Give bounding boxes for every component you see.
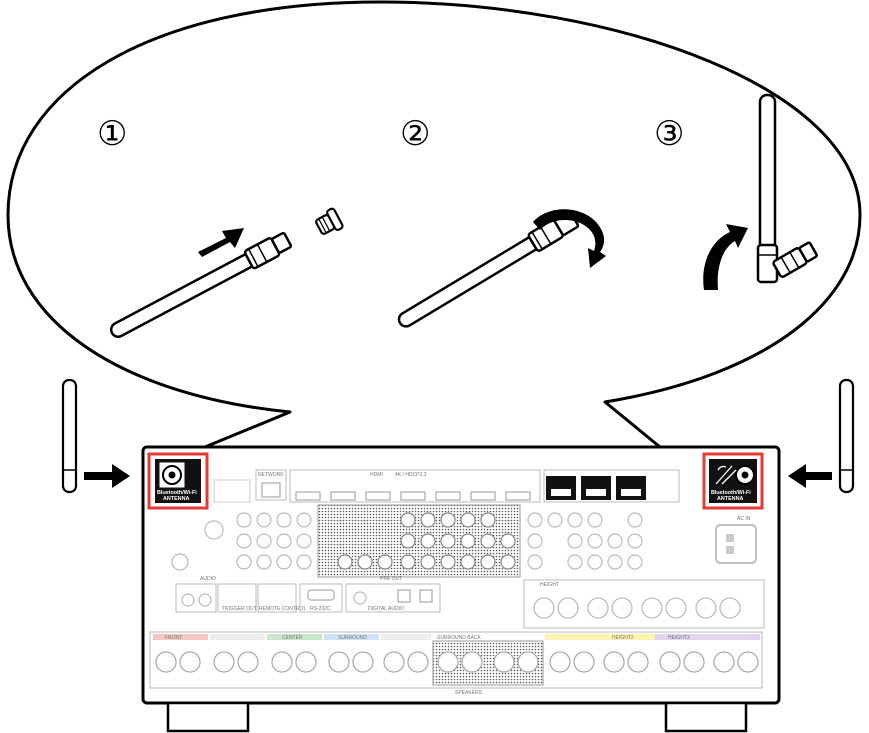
trigger-out-label: TRIGGER OUT xyxy=(222,606,257,612)
left-foot xyxy=(166,701,250,733)
antenna-connector xyxy=(315,207,344,235)
left-antenna xyxy=(61,378,78,494)
left-antenna-label-line2: ANTENNA xyxy=(163,496,189,502)
receiver-rear-panel: NETWORK HDMI 4K / HDCP2.3 AC IN xyxy=(141,445,781,733)
height-label: HEIGHT xyxy=(540,582,559,588)
center-label: CENTER xyxy=(282,635,303,641)
antenna-attach-icon xyxy=(715,465,737,485)
digital-audio-label: DIGITAL AUDIO xyxy=(368,606,404,612)
audio-label: AUDIO xyxy=(200,576,216,582)
surround-back-label: SURROUND BACK xyxy=(437,635,482,641)
insert-arrow-icon xyxy=(198,228,244,257)
step-1-illustration xyxy=(109,207,344,338)
ir-label: REMOTE CONTROL xyxy=(259,606,306,612)
network-label: NETWORK xyxy=(258,472,284,478)
hdmi-inputs xyxy=(295,491,531,501)
step-3-illustration xyxy=(703,93,818,290)
rotate-arrow-icon xyxy=(533,209,606,268)
ac-inlet xyxy=(715,524,757,564)
zoom-callout-bubble xyxy=(6,0,862,449)
right-antenna-label-line1: Bluetooth/Wi-Fi xyxy=(711,490,751,496)
pre-out-label: PRE OUT xyxy=(380,576,402,582)
ac-in-label: AC IN xyxy=(737,516,751,522)
raise-arrow-icon xyxy=(703,224,748,290)
left-attach-arrow-icon xyxy=(84,464,130,488)
surround-label: SURROUND xyxy=(338,635,367,641)
right-antenna-port: Bluetooth/Wi-Fi ANTENNA xyxy=(702,452,764,510)
front-label: FRONT xyxy=(165,635,182,641)
speakers-label: SPEAKERS xyxy=(455,690,483,696)
right-antenna xyxy=(838,378,855,494)
right-foot xyxy=(664,701,748,733)
left-antenna-port: Bluetooth/Wi-Fi ANTENNA xyxy=(147,452,209,510)
height3-label: HEIGHT3 xyxy=(668,635,690,641)
right-attach-arrow-icon xyxy=(788,464,832,488)
step-3-number: ③ xyxy=(654,114,684,154)
left-antenna-label-line1: Bluetooth/Wi-Fi xyxy=(157,490,197,496)
step-2-number: ② xyxy=(400,114,430,154)
hdmi-label: HDMI xyxy=(370,472,383,478)
step-2-illustration xyxy=(397,209,606,328)
rs232c-label: RS-232C xyxy=(310,606,331,612)
right-antenna-label-line2: ANTENNA xyxy=(717,496,743,502)
hdmi-spec-label: 4K / HDCP2.3 xyxy=(395,472,427,478)
height2-label: HEIGHT2 xyxy=(612,635,634,641)
step-1-number: ① xyxy=(97,114,127,154)
